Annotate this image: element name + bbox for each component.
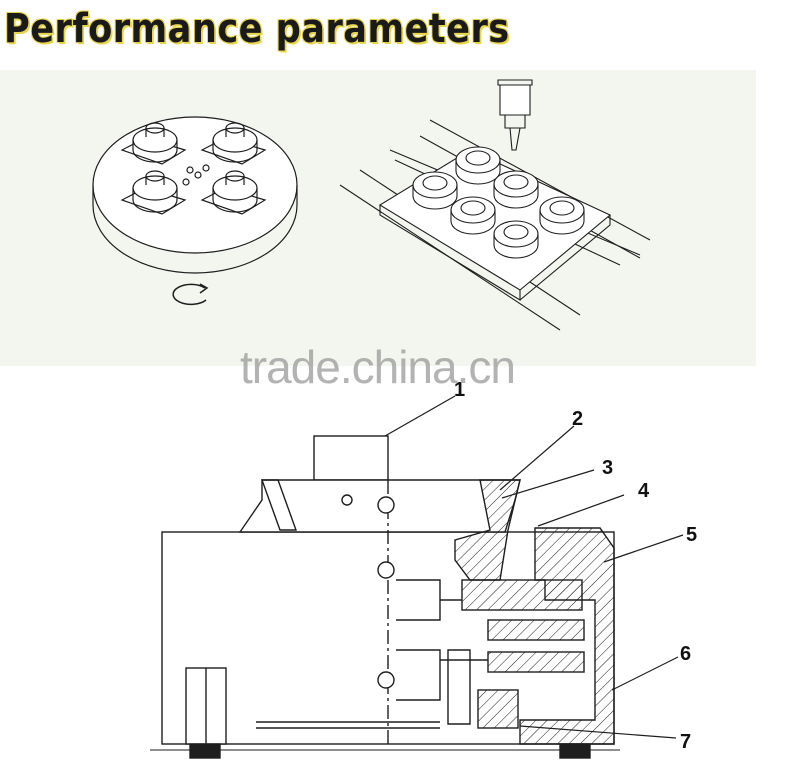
page-title: Performance parameters bbox=[4, 6, 510, 52]
round-plate-illustration bbox=[92, 116, 298, 306]
chuck bbox=[200, 170, 267, 215]
callout-labels: 1 2 3 4 5 6 7 bbox=[454, 379, 697, 753]
machine-table-illustration bbox=[339, 79, 651, 331]
watermark-text: trade.china.cn bbox=[240, 341, 516, 393]
chuck bbox=[412, 171, 458, 210]
chuck bbox=[200, 122, 267, 165]
leader-lines bbox=[384, 395, 684, 739]
inner-block bbox=[461, 579, 583, 611]
callout-6: 6 bbox=[680, 643, 691, 665]
chuck bbox=[493, 170, 539, 209]
chuck bbox=[539, 196, 585, 235]
callout-5: 5 bbox=[686, 524, 697, 546]
chuck bbox=[493, 220, 539, 259]
chuck bbox=[120, 122, 187, 165]
cross-section-drawing bbox=[150, 435, 620, 759]
callout-4: 4 bbox=[638, 480, 650, 502]
chuck bbox=[120, 170, 187, 215]
callout-3: 3 bbox=[602, 457, 613, 479]
chuck bbox=[450, 196, 496, 235]
callout-1: 1 bbox=[454, 379, 465, 401]
callout-2: 2 bbox=[572, 408, 583, 430]
top-cap bbox=[313, 435, 389, 481]
callout-7: 7 bbox=[680, 731, 691, 753]
chuck bbox=[455, 146, 501, 185]
